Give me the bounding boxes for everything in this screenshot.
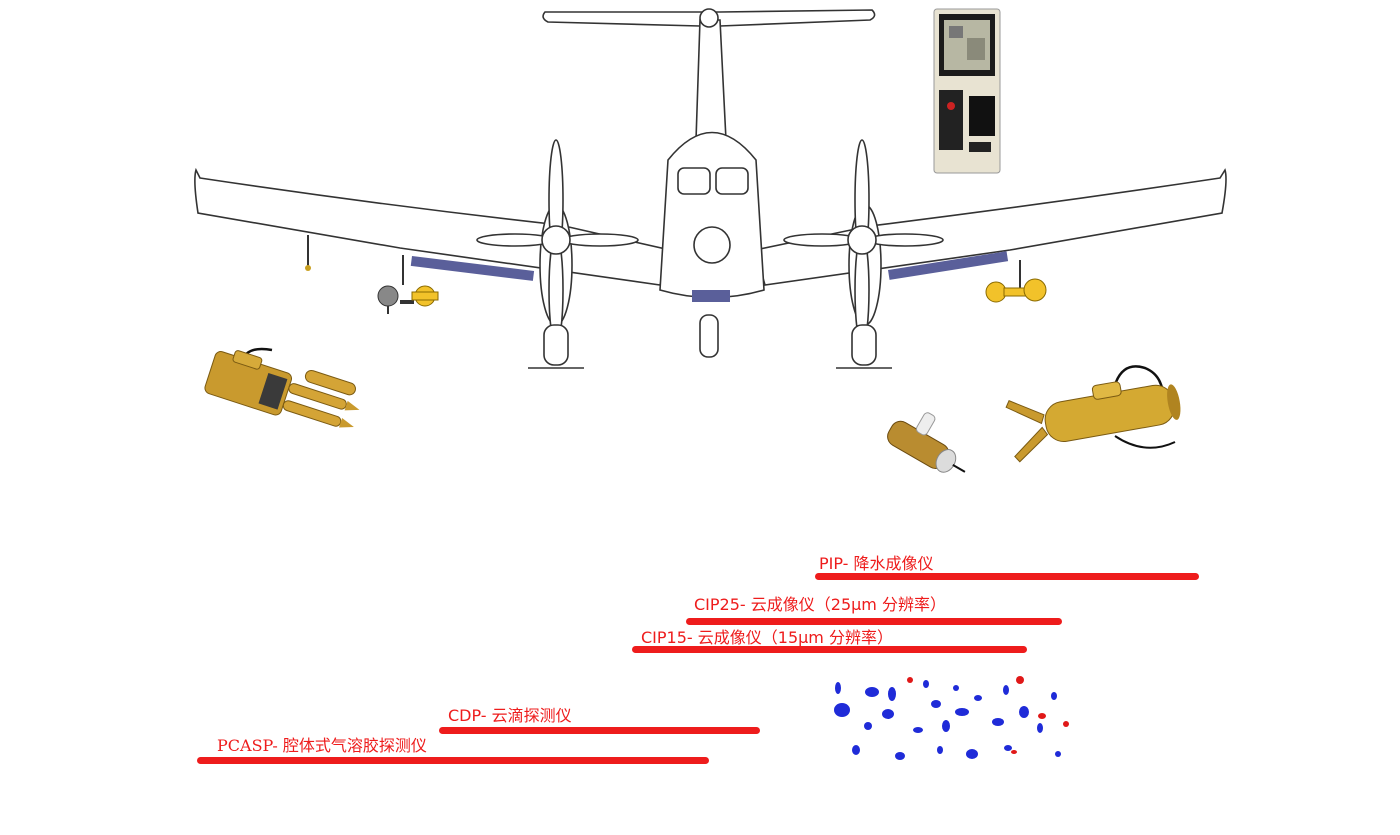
cip15-label: CIP15- 云成像仪（15μm 分辨率） [641,628,893,647]
cdp-label: CDP- 云滴探测仪 [448,706,572,725]
control-unit-icon [933,8,1001,174]
pip-label: PIP- 降水成像仪 [819,554,934,573]
cdp-probe-icon [204,347,360,428]
cdp-range-bar [439,727,760,734]
pcasp-range-bar [197,757,709,764]
particle-image-panel [828,670,1078,770]
pcasp-label: PCASP- 腔体式气溶胶探测仪 [217,736,427,755]
cip-probe-icon [887,412,966,473]
cip25-label: CIP25- 云成像仪（25μm 分辨率） [694,595,946,614]
pip-probe-icon [1005,365,1181,463]
pip-range-bar [815,573,1199,580]
cip15-range-bar [632,646,1027,653]
cip25-range-bar [686,618,1062,625]
aircraft-icon [194,8,1227,369]
